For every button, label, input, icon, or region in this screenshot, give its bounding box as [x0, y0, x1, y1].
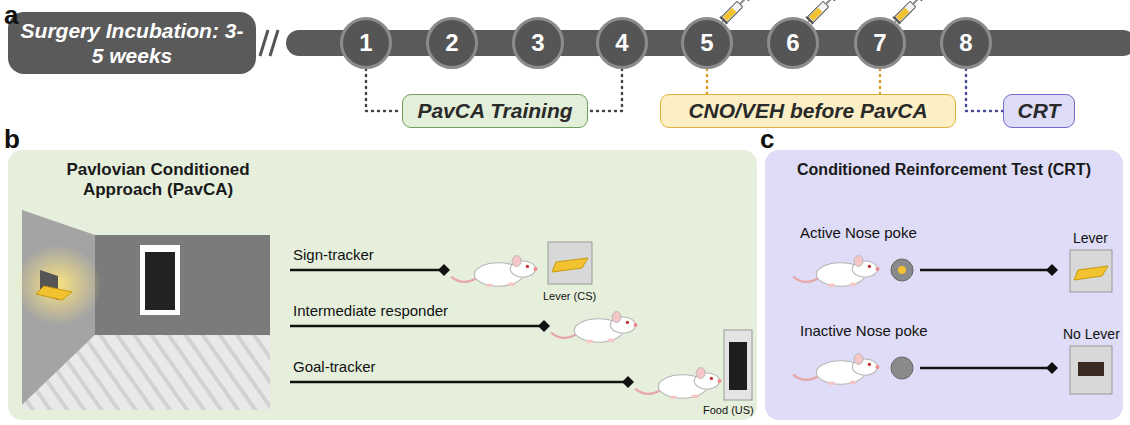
day-circle: 4	[596, 17, 648, 69]
figure-label: Goal-tracker	[293, 358, 376, 375]
panel-title: Pavlovian Conditioned Approach (PavCA)	[28, 160, 288, 201]
phase-label: CRT	[1018, 99, 1061, 123]
phase-box: CRT	[1003, 94, 1075, 128]
figure-label: No Lever	[1063, 326, 1120, 342]
day-number: 4	[615, 29, 628, 57]
day-circle: 3	[512, 17, 564, 69]
day-number: 5	[700, 29, 713, 57]
day-circle: 1	[340, 17, 392, 69]
day-number: 6	[786, 29, 799, 57]
day-number: 1	[359, 29, 372, 57]
figure-label: Food (US)	[703, 404, 754, 416]
dotted-connector	[966, 69, 1003, 111]
day-circle: 2	[426, 17, 478, 69]
phase-box: CNO/VEH before PavCA	[660, 94, 956, 128]
figure-label: Active Nose poke	[800, 224, 917, 241]
panel-letter: b	[4, 124, 20, 155]
stage-label: Surgery Incubation: 3-5 weeks	[18, 18, 246, 68]
panel-box: Conditioned Reinforcement Test (CRT)	[765, 150, 1123, 420]
panel-letter: c	[760, 124, 774, 155]
phase-box: PavCA Training	[402, 94, 588, 128]
day-circle: 7	[854, 17, 906, 69]
phase-label: PavCA Training	[417, 99, 572, 123]
figure-label: Lever	[1073, 230, 1108, 246]
day-number: 3	[531, 29, 544, 57]
dotted-connector	[706, 69, 709, 94]
panel-box: Pavlovian Conditioned Approach (PavCA)	[8, 150, 757, 420]
dotted-connector	[366, 69, 402, 111]
day-circle: 5	[681, 17, 733, 69]
figure-label: Intermediate responder	[293, 302, 448, 319]
figure-label: Inactive Nose poke	[800, 322, 928, 339]
phase-label: CNO/VEH before PavCA	[688, 99, 927, 123]
dotted-connector	[879, 69, 882, 94]
stage-box: Surgery Incubation: 3-5 weeks	[8, 12, 256, 74]
day-number: 8	[959, 29, 972, 57]
day-number: 2	[445, 29, 458, 57]
figure-label: Lever (CS)	[543, 290, 596, 302]
dotted-connector	[588, 69, 622, 111]
day-circle: 8	[940, 17, 992, 69]
panel-letter: a	[4, 0, 18, 31]
day-number: 7	[873, 29, 886, 57]
day-circle: 6	[767, 17, 819, 69]
figure-label: Sign-tracker	[293, 246, 374, 263]
panel-title: Conditioned Reinforcement Test (CRT)	[765, 160, 1123, 179]
